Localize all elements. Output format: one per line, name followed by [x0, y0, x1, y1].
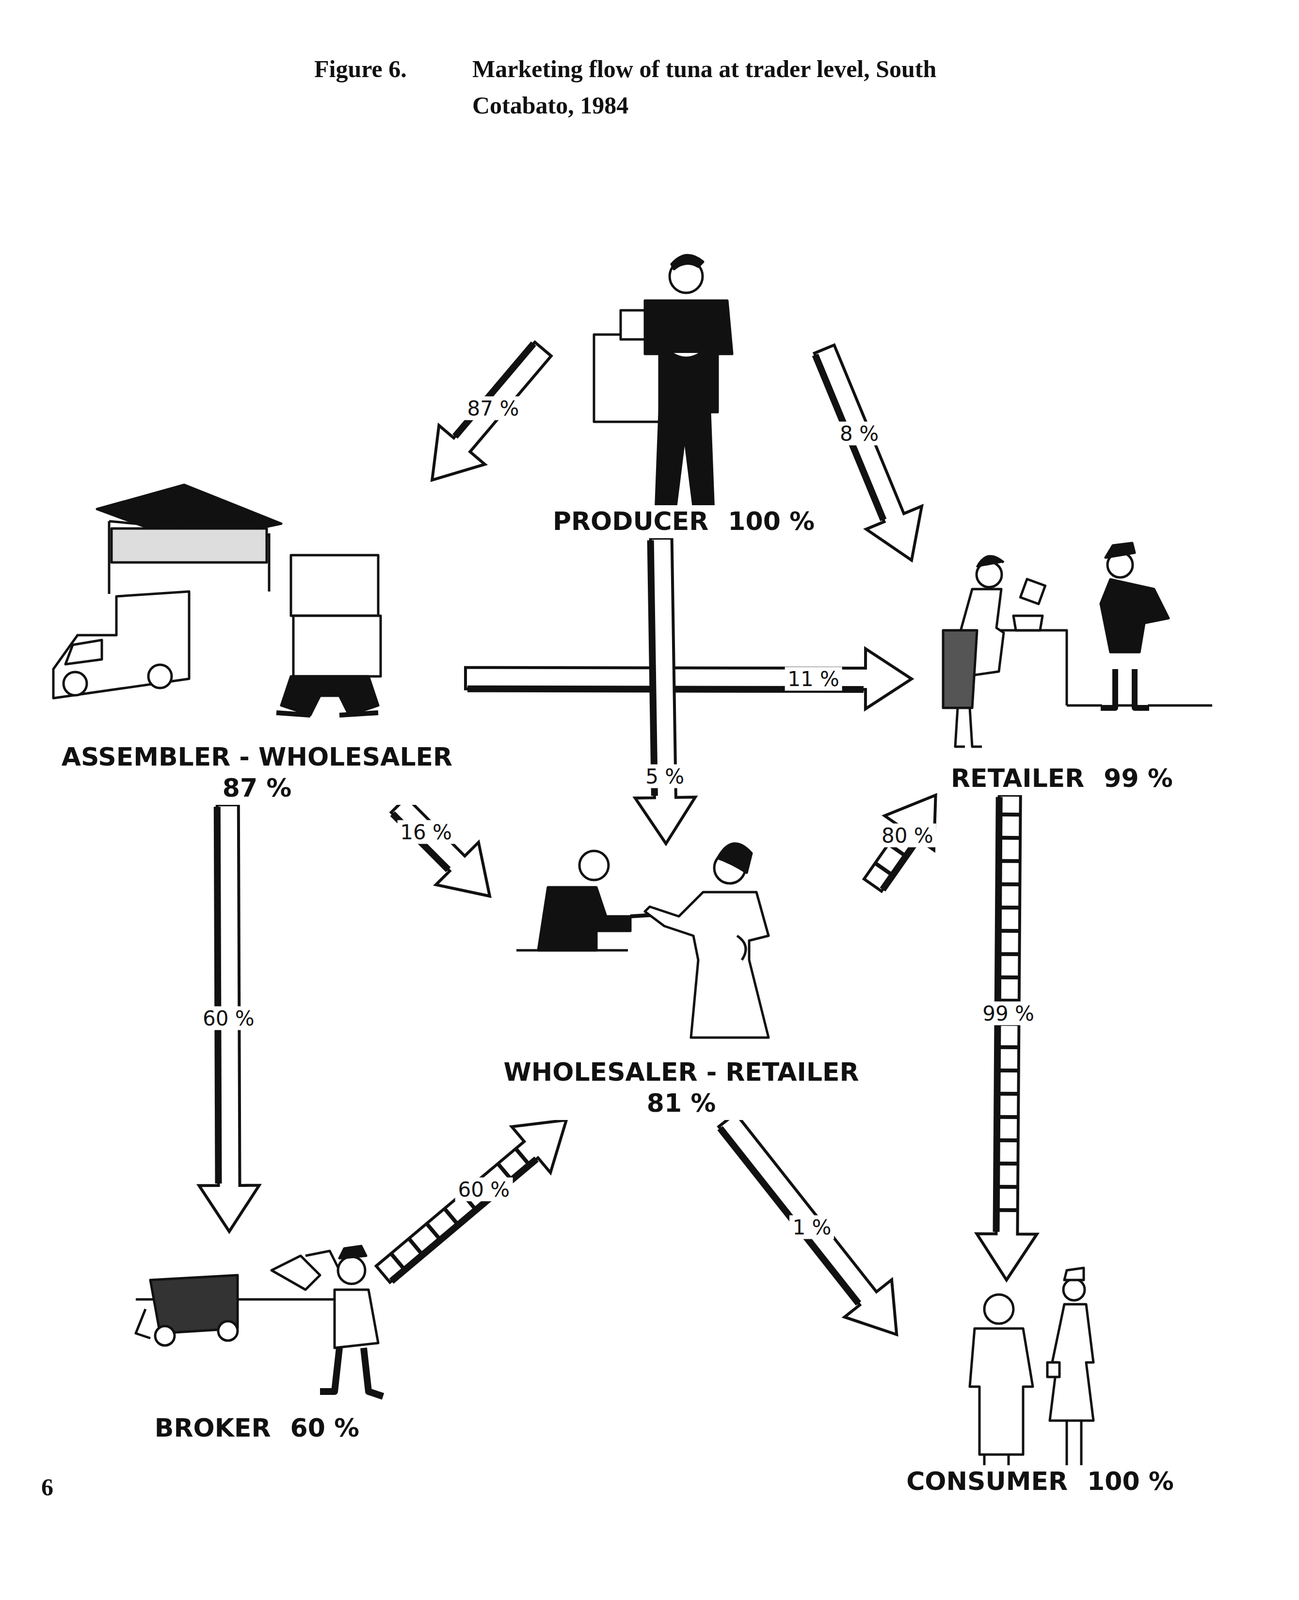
node-name: CONSUMER [906, 1467, 1068, 1497]
ladder-rung [875, 863, 893, 876]
arrow-outline [976, 795, 1037, 1281]
ladder-rung [997, 1091, 1019, 1096]
ladder-rung [997, 1068, 1019, 1073]
ladder-rung [996, 1115, 1019, 1120]
flow-arrow [432, 342, 551, 481]
flow-percent: 87 % [464, 396, 523, 420]
ladder-rung [998, 859, 1021, 864]
ladder-rung [996, 1138, 1019, 1143]
arrow-outline [635, 538, 696, 844]
arrow-outline [432, 342, 551, 481]
flow-arrow [465, 648, 912, 709]
flow-arrow [391, 797, 490, 897]
trader-node: PRODUCER 100 % [543, 247, 825, 539]
flow-percent: 11 % [784, 666, 843, 691]
node-label: ASSEMBLER - WHOLESALER87 % [56, 740, 458, 805]
node-percent: 99 % [1103, 764, 1173, 794]
node-label: BROKER 60 % [149, 1411, 365, 1445]
node-percent: 87 % [222, 773, 292, 803]
ladder-rung [998, 929, 1020, 933]
ladder-rung [998, 835, 1021, 840]
trader-node: BROKER 60 % [130, 1231, 384, 1445]
trader-node: ASSEMBLER - WHOLESALER87 % [48, 480, 466, 805]
flow-percent: 8 % [836, 421, 882, 446]
trader-node: WHOLESALER - RETAILER81 % [489, 843, 873, 1121]
ladder-rung [515, 1148, 530, 1166]
page-number: 6 [41, 1469, 54, 1506]
flow-percent: 60 % [199, 1006, 258, 1031]
ladder-rung [997, 975, 1020, 980]
flow-arrow [976, 795, 1037, 1281]
flow-arrow [635, 538, 696, 844]
ladder-rung [996, 1208, 1018, 1213]
trader-node: CONSUMER 100 % [896, 1280, 1184, 1499]
arrow-shadow [882, 840, 917, 890]
arrow-outline [465, 648, 912, 709]
arrow-shadow [391, 1159, 537, 1282]
flow-percent: 5 % [642, 764, 688, 789]
ladder-rung [408, 1238, 423, 1256]
arrow-shadow [454, 343, 534, 437]
ladder-rung [426, 1223, 441, 1241]
node-label: RETAILER 99 % [946, 762, 1178, 796]
flow-arrow [199, 804, 260, 1232]
flow-percent: 1 % [789, 1215, 834, 1240]
producer-figure [593, 255, 733, 514]
node-percent: 60 % [290, 1413, 360, 1444]
node-label: CONSUMER 100 % [901, 1465, 1179, 1499]
node-percent: 81 % [646, 1089, 717, 1119]
figure-title: Marketing flow of tuna at trader level, … [472, 50, 958, 124]
arrow-shadow [217, 806, 219, 1184]
node-name: ASSEMBLER - WHOLESALER [61, 742, 453, 772]
arrow-shadow [650, 540, 655, 796]
consumer-figure [969, 1267, 1094, 1484]
ladder-rung [390, 1253, 405, 1270]
flow-percent: 16 % [397, 820, 455, 845]
arrow-shadow [720, 1128, 859, 1304]
ladder-rung [996, 1185, 1018, 1189]
flow-percent: 99 % [979, 1001, 1038, 1026]
wholesaler-retailer-figure [516, 843, 769, 1038]
node-name: PRODUCER [552, 507, 709, 537]
node-label: WHOLESALER - RETAILER81 % [498, 1056, 864, 1121]
node-name: BROKER [154, 1413, 272, 1444]
flow-percent: 80 % [878, 823, 937, 848]
node-label: PRODUCER 100 % [547, 505, 820, 539]
flow-arrow [719, 1113, 898, 1335]
node-name: RETAILER [950, 764, 1085, 794]
arrow-outline [814, 345, 922, 561]
ladder-rung [444, 1208, 459, 1226]
ladder-rung [998, 882, 1021, 887]
retailer-figure [943, 543, 1213, 747]
flow-percent: 60 % [455, 1177, 514, 1202]
figure-number: Figure 6. [314, 50, 407, 88]
node-percent: 100 % [1087, 1467, 1174, 1497]
arrow-shadow [815, 354, 884, 520]
ladder-rung [998, 952, 1020, 957]
arrow-outline [376, 1120, 567, 1283]
trader-node: RETAILER 99 % [911, 547, 1213, 796]
arrow-outline [199, 804, 260, 1232]
flow-arrow [376, 1120, 567, 1283]
flow-arrow [814, 345, 922, 561]
ladder-rung [999, 812, 1021, 817]
assembler-figure [53, 484, 381, 716]
ladder-rung [996, 1161, 1019, 1166]
node-name: WHOLESALER - RETAILER [503, 1058, 859, 1088]
ladder-rung [998, 905, 1020, 910]
node-percent: 100 % [727, 507, 815, 537]
broker-figure [135, 1246, 384, 1397]
arrow-outline [391, 797, 490, 897]
arrow-outline [719, 1113, 898, 1335]
ladder-rung [997, 1045, 1019, 1050]
